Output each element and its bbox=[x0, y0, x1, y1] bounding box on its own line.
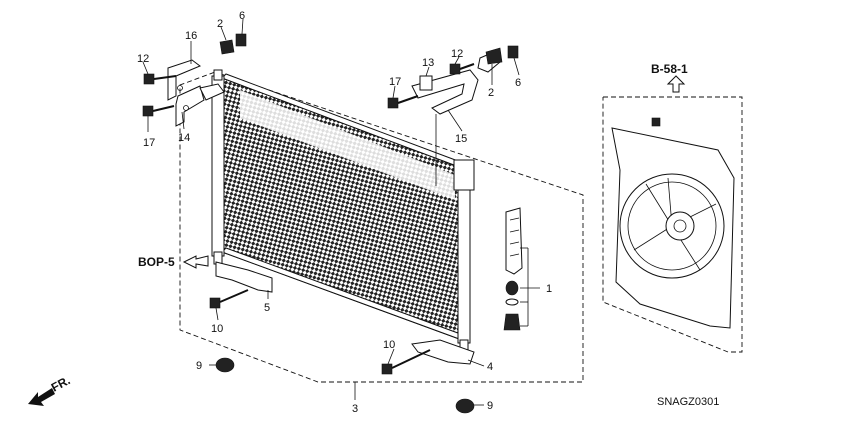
label-4: 4 bbox=[487, 361, 493, 373]
lower-bracket-4 bbox=[411, 339, 475, 365]
condenser-core bbox=[211, 69, 475, 351]
label-17-left: 17 bbox=[143, 137, 155, 149]
collar-2-right bbox=[485, 47, 503, 65]
left-tank bbox=[211, 75, 225, 257]
label-16: 16 bbox=[185, 30, 197, 42]
ref-b58-1: B-58-1 bbox=[651, 62, 688, 76]
label-12-right: 12 bbox=[451, 48, 463, 60]
upper-right-fasteners bbox=[387, 45, 519, 109]
lower-bracket-5 bbox=[215, 261, 273, 293]
label-9-right: 9 bbox=[487, 400, 493, 412]
label-12-left: 12 bbox=[137, 53, 149, 65]
label-14: 14 bbox=[178, 132, 190, 144]
cushion-9-left bbox=[215, 357, 235, 373]
right-tank bbox=[457, 164, 471, 344]
label-2-right: 2 bbox=[488, 87, 494, 99]
cushion-6-left bbox=[235, 33, 247, 47]
lower-brackets bbox=[209, 261, 475, 375]
label-6-left: 6 bbox=[239, 10, 245, 22]
bolt-12-right bbox=[449, 63, 461, 75]
front-direction-icon bbox=[28, 388, 55, 406]
label-9-left: 9 bbox=[196, 360, 202, 372]
label-10-left: 10 bbox=[211, 323, 223, 335]
bolt-12-left bbox=[143, 73, 155, 85]
bolt-17-right bbox=[387, 97, 399, 109]
label-1: 1 bbox=[546, 283, 552, 295]
diagram-code: SNAGZ0301 bbox=[657, 396, 719, 408]
label-6-right: 6 bbox=[515, 77, 521, 89]
label-13: 13 bbox=[422, 57, 434, 69]
leader-lines bbox=[142, 18, 520, 406]
label-3: 3 bbox=[352, 403, 358, 415]
label-17-right: 17 bbox=[389, 76, 401, 88]
upper-left-fasteners bbox=[142, 33, 247, 117]
receiver-dryer-parts bbox=[503, 207, 540, 331]
bolt-17-left bbox=[142, 105, 154, 117]
part-number-labels: 16 12 17 14 2 6 17 13 12 2 6 15 1 5 10 1… bbox=[137, 10, 552, 415]
cushion-6-right bbox=[507, 45, 519, 59]
collar-2-left bbox=[219, 39, 235, 55]
label-2-left: 2 bbox=[217, 18, 223, 30]
label-5: 5 bbox=[264, 302, 270, 314]
bolt-10-right bbox=[381, 363, 393, 375]
fan-shroud-assembly bbox=[602, 96, 743, 353]
label-15: 15 bbox=[455, 133, 467, 145]
condenser-assembly-outline bbox=[179, 71, 584, 383]
cushion-9-right bbox=[455, 398, 475, 414]
b58-arrow bbox=[666, 75, 686, 93]
label-10-right: 10 bbox=[383, 339, 395, 351]
bolt-10-left bbox=[209, 297, 221, 309]
ref-bop-5: BOP-5 bbox=[138, 255, 175, 269]
bop-arrow bbox=[182, 255, 209, 269]
